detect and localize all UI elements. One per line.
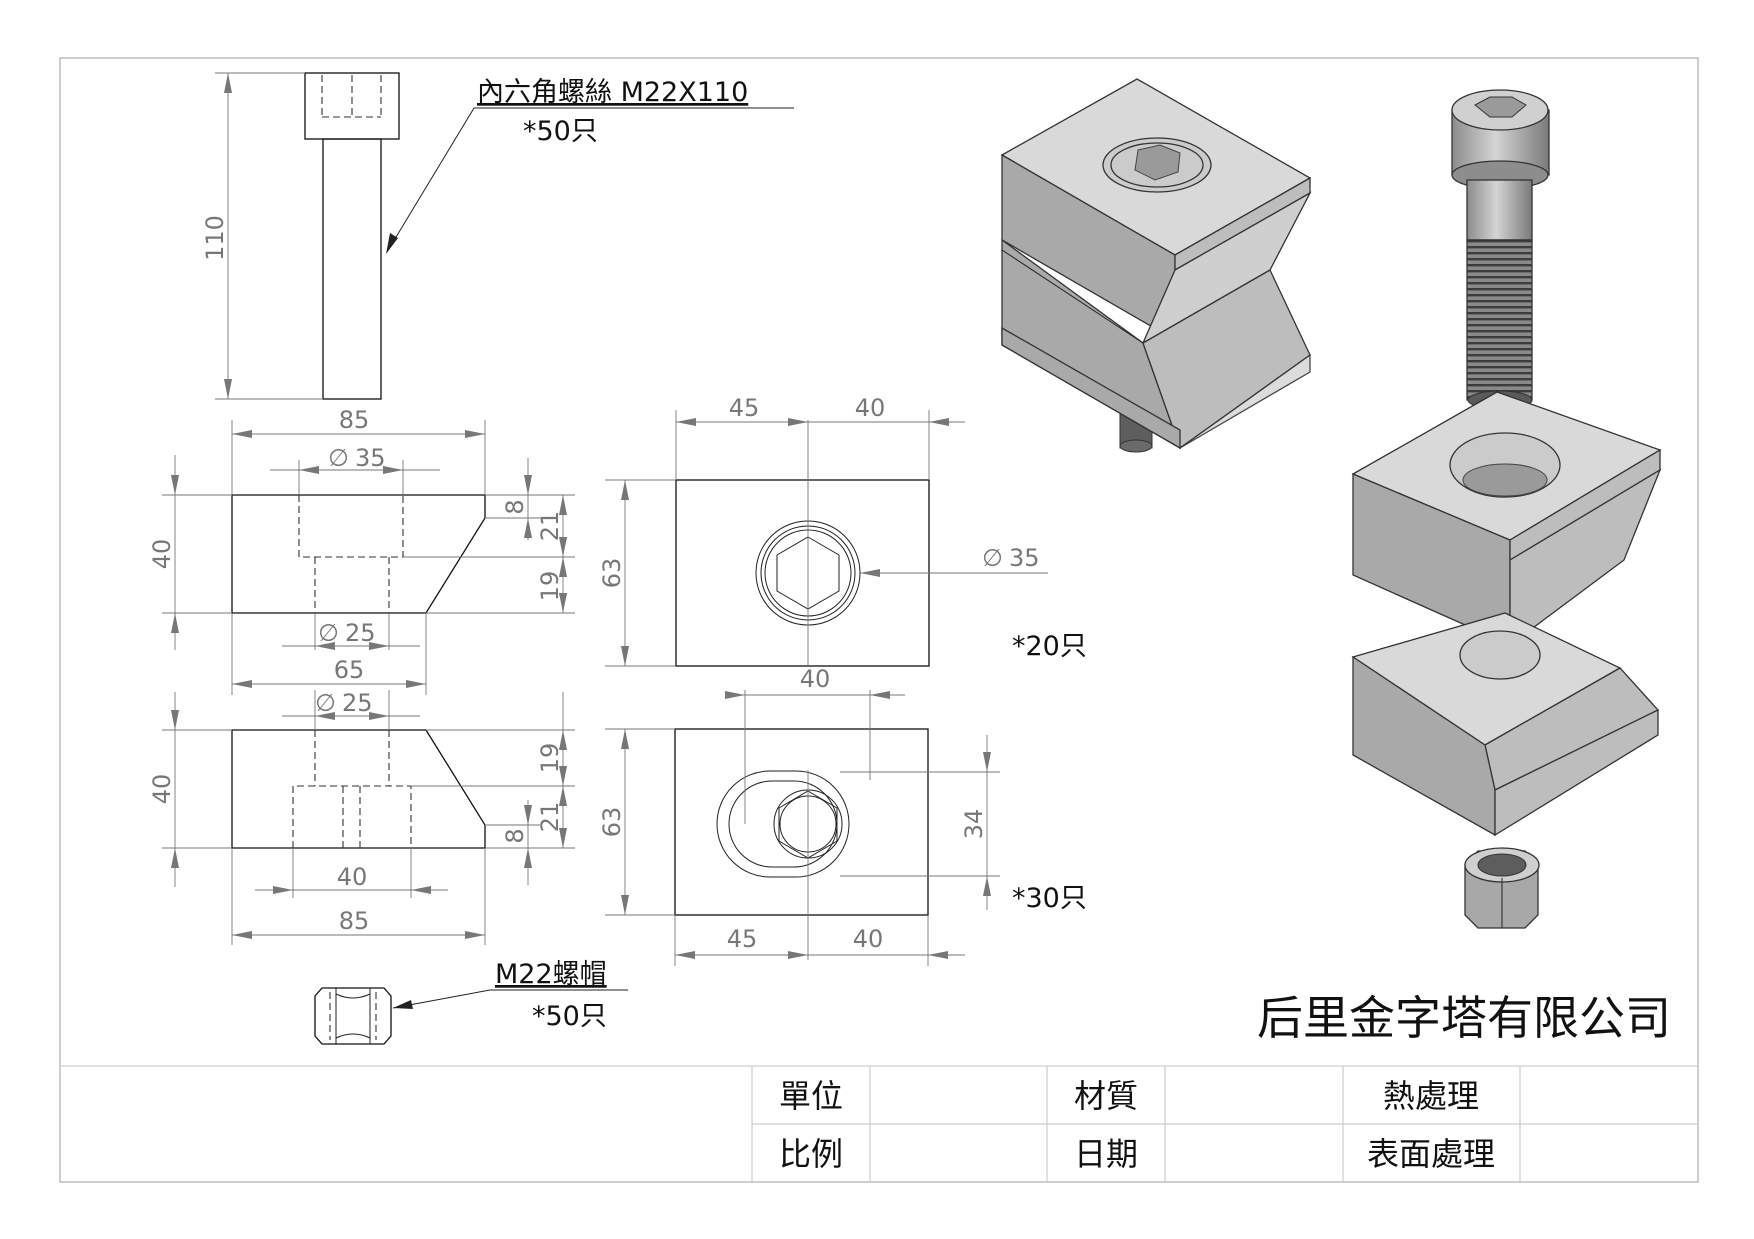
- title-material-label: 材質: [1074, 1077, 1138, 1115]
- dim-b-slot: 40: [337, 863, 368, 891]
- title-unit-label: 單位: [779, 1077, 843, 1115]
- title-block: [60, 1065, 1698, 1182]
- dim-a-depth-19: 19: [536, 571, 564, 602]
- title-surface-label: 表面處理: [1367, 1135, 1495, 1173]
- dim-a-top-width: 85: [339, 406, 370, 434]
- bolt-label: 內六角螺絲 M22X110: [477, 77, 748, 108]
- dim-a-depth-21: 21: [536, 511, 564, 542]
- dim-b-hole-sym: ∅: [315, 689, 336, 717]
- dim-b-hole: 25: [342, 689, 373, 717]
- dim-a-height: 40: [148, 539, 176, 570]
- dim-bolt-length: 110: [201, 215, 229, 261]
- dim-a-plan-d35-sym: ∅: [982, 544, 1003, 572]
- exploded-clamp-isometric: [1351, 89, 1662, 929]
- dim-a-hole: 25: [345, 619, 376, 647]
- title-heat-label: 熱處理: [1383, 1077, 1479, 1115]
- assembled-clamp-isometric: [1000, 78, 1312, 453]
- block-b-plan-view: 40 63 34 45 40: [598, 665, 1000, 966]
- dim-a-bottom-width: 65: [334, 656, 365, 684]
- dim-b-plan-45: 45: [727, 925, 758, 953]
- block-a-quantity: *20只: [1012, 631, 1087, 662]
- dim-a-plan-d35: 35: [1009, 544, 1040, 572]
- nut-label: M22螺帽: [495, 959, 607, 990]
- block-a-plan-view: 45 40 63 ∅ 35: [598, 394, 1048, 667]
- drawing-border: [59, 57, 1699, 1183]
- dim-a-hole-sym: ∅: [318, 619, 339, 647]
- dim-b-width: 85: [339, 907, 370, 935]
- company-name: 后里金字塔有限公司: [1257, 991, 1671, 1045]
- title-scale-label: 比例: [779, 1135, 843, 1173]
- dim-b-height: 40: [148, 774, 176, 805]
- dim-b-plan-34: 34: [960, 809, 988, 840]
- bolt-side-view: 110: [201, 72, 794, 400]
- dim-a-plan-63: 63: [598, 558, 626, 589]
- block-b-front-view: ∅ 25 40 19 21 8 40: [148, 689, 575, 945]
- title-date-label: 日期: [1074, 1135, 1138, 1173]
- dim-a-counterbore-sym: ∅: [328, 444, 349, 472]
- block-b-quantity: *30只: [1012, 883, 1087, 914]
- dim-a-plan-40: 40: [855, 394, 886, 422]
- nut-side-view: [314, 987, 628, 1045]
- dim-a-counterbore: 35: [355, 444, 386, 472]
- dim-b-8: 8: [501, 828, 529, 843]
- dim-a-depth-8: 8: [501, 499, 529, 514]
- dim-b-plan-top: 40: [800, 665, 831, 693]
- block-a-front-view: 85 ∅ 35 40 8 21 19: [148, 406, 575, 695]
- dim-b-21: 21: [536, 802, 564, 833]
- dim-a-plan-45: 45: [729, 394, 760, 422]
- dim-b-19: 19: [536, 743, 564, 774]
- dim-b-plan-40: 40: [853, 925, 884, 953]
- dim-b-plan-63: 63: [598, 807, 626, 838]
- bolt-quantity: *50只: [523, 116, 598, 147]
- nut-quantity: *50只: [532, 1001, 607, 1032]
